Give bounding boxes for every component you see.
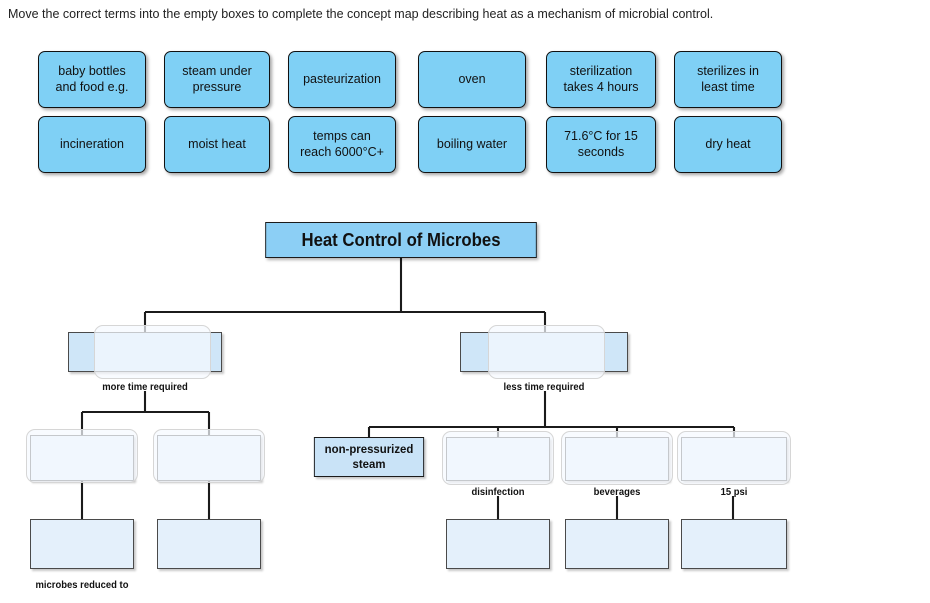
term-tile[interactable]: incineration: [38, 116, 146, 173]
concept-node-dropzone[interactable]: [30, 435, 134, 481]
node-caption: disinfection: [471, 486, 525, 498]
term-tile[interactable]: pasteurization: [288, 51, 396, 108]
concept-node-dropzone[interactable]: [681, 437, 787, 481]
node-caption: beverages: [593, 486, 641, 498]
term-tile[interactable]: oven: [418, 51, 526, 108]
concept-node-dropzone[interactable]: [681, 519, 787, 569]
instruction-text: Move the correct terms into the empty bo…: [8, 7, 714, 21]
node-caption: more time required: [102, 381, 188, 393]
concept-node-dropzone[interactable]: [68, 332, 222, 372]
concept-node-dropzone[interactable]: [565, 437, 669, 481]
term-tile[interactable]: dry heat: [674, 116, 782, 173]
concept-node-dropzone[interactable]: [157, 519, 261, 569]
concept-map-title-node: Heat Control of Microbes: [265, 222, 537, 258]
concept-node-dropzone[interactable]: [565, 519, 669, 569]
node-caption: microbes reduced to: [35, 579, 129, 591]
concept-node-dropzone[interactable]: [446, 437, 550, 481]
concept-node-dropzone[interactable]: [30, 519, 134, 569]
concept-node-dropzone[interactable]: [157, 435, 261, 481]
node-caption: less time required: [503, 381, 585, 393]
term-tile[interactable]: moist heat: [164, 116, 270, 173]
node-caption: 15 psi: [720, 486, 748, 498]
concept-node-dropzone[interactable]: [460, 332, 628, 372]
term-tile[interactable]: boiling water: [418, 116, 526, 173]
concept-node-dropzone[interactable]: [446, 519, 550, 569]
